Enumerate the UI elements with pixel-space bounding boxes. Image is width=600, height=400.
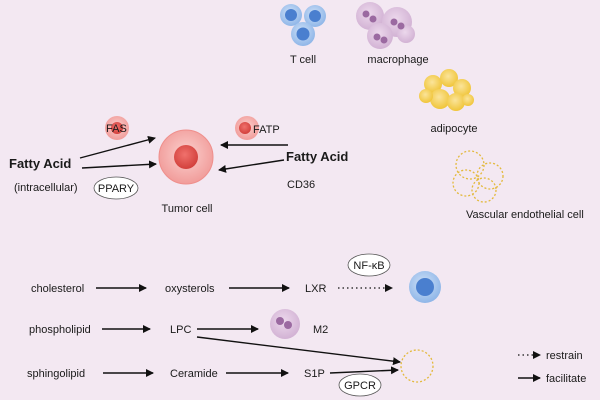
adipocyte-icon <box>419 69 474 111</box>
vascular-endothelial-icon <box>452 150 504 203</box>
m2-label: M2 <box>313 324 328 336</box>
tumor-cell-icon <box>158 129 214 185</box>
macrophage-label: macrophage <box>367 54 428 66</box>
s1p-label: S1P <box>304 368 325 380</box>
arrow-lpc-vascular <box>196 336 401 366</box>
gpcr-oval <box>338 373 382 397</box>
cholesterol-label: cholesterol <box>31 283 84 295</box>
intracellular-label: (intracellular) <box>14 182 78 194</box>
fatty-acid-left-label: Fatty Acid <box>9 156 71 171</box>
tumor-cell-label: Tumor cell <box>162 203 213 215</box>
legend: restrain facilitate <box>518 350 586 385</box>
vascular-endothelial-label: Vascular endothelial cell <box>466 209 584 221</box>
t-cell-icon <box>280 4 326 46</box>
nfkb-label: NF-κB <box>353 260 384 272</box>
macrophage-icon <box>356 2 415 49</box>
sphingolipid-label: sphingolipid <box>27 368 85 380</box>
arrow-cd36-to-tumor <box>218 159 285 173</box>
fas-cell-icon <box>105 116 129 140</box>
arrow-s1p-vascular <box>329 366 399 375</box>
nfkb-oval <box>347 253 391 277</box>
adipocyte-label: adipocyte <box>430 123 477 135</box>
ppary-oval <box>93 176 139 200</box>
gpcr-label: GPCR <box>344 380 376 392</box>
vascular-target-icon <box>400 349 434 383</box>
legend-facilitate-label: facilitate <box>546 373 586 385</box>
oxysterols-label: oxysterols <box>165 283 215 295</box>
arrow-fatty-acid-to-tumor-lower <box>81 160 157 169</box>
fatp-cell-icon <box>235 116 259 140</box>
legend-restrain-label: restrain <box>546 350 583 362</box>
ppary-label: PPARY <box>98 183 135 195</box>
t-cell-label: T cell <box>290 54 316 66</box>
fas-label: FAS <box>106 123 127 135</box>
fatty-acid-right-label: Fatty Acid <box>286 149 348 164</box>
cd36-label: CD36 <box>287 179 315 191</box>
lpc-label: LPC <box>170 324 191 336</box>
phospholipid-label: phospholipid <box>29 324 91 336</box>
lxr-label: LXR <box>305 283 326 295</box>
arrow-fatty-acid-to-tumor-upper <box>79 135 156 159</box>
m2-macrophage-icon <box>270 309 300 339</box>
fatp-label: FATP <box>253 124 280 136</box>
t-cell-target-icon <box>409 271 441 303</box>
ceramide-label: Ceramide <box>170 368 218 380</box>
